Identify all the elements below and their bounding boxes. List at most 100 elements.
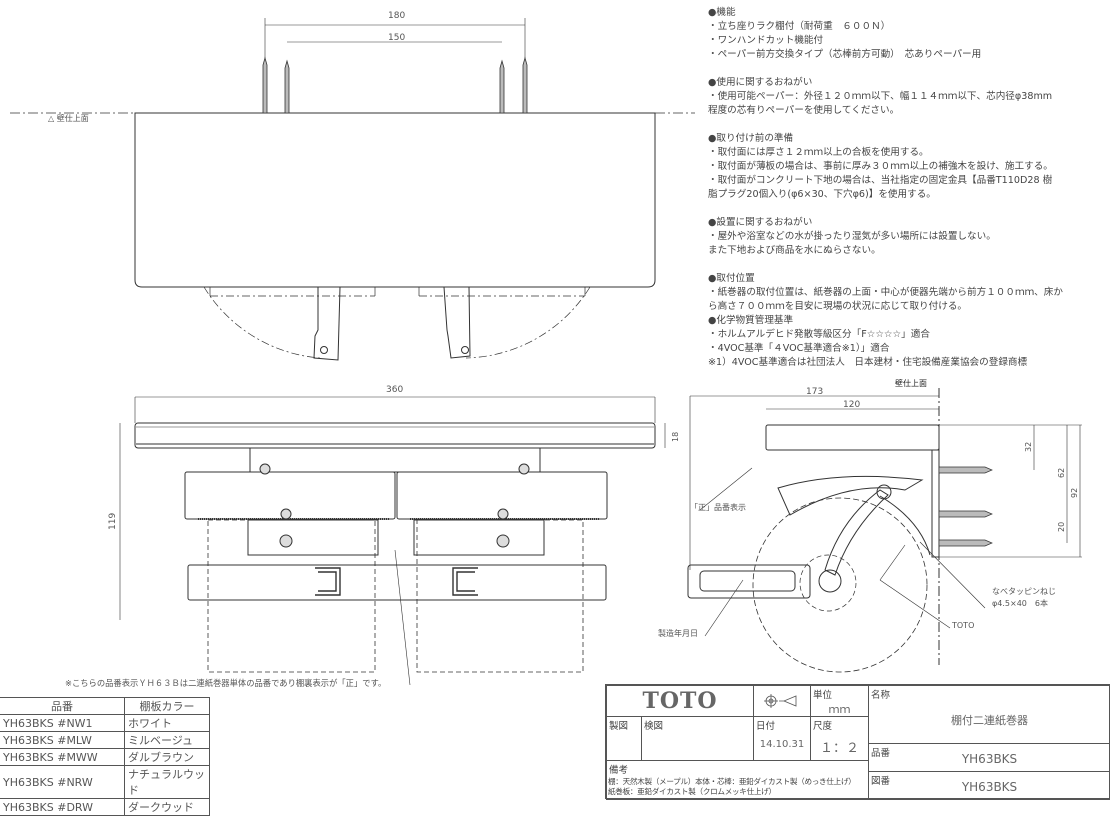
screw-label-1: なべタッピンねじ bbox=[992, 587, 1056, 596]
note-heading: ●機能 bbox=[708, 7, 736, 18]
bracket-right bbox=[443, 286, 471, 359]
paper-roll-left bbox=[207, 519, 376, 673]
dim-120: 120 bbox=[843, 400, 860, 410]
drawn-label: 製図 bbox=[609, 721, 629, 732]
dim-18: 18 bbox=[671, 432, 680, 442]
product-number: YH63BKS #DRW bbox=[0, 798, 125, 816]
drawing-number-cell: 図番 YH63BKS bbox=[868, 771, 1110, 800]
dim-20: 20 bbox=[1057, 522, 1066, 532]
third-angle-projection-icon bbox=[764, 694, 797, 708]
specification-notes: ●機能・立ち座りラク棚付（耐荷重 ６００Ｎ） ・ワンハンドカット機能付・ペーパー前… bbox=[708, 6, 1063, 370]
name-cell: 名称 棚付二連紙巻器 bbox=[868, 685, 1110, 744]
note-heading: ●化学物質管理基準 bbox=[708, 315, 794, 326]
wall-surface-label: △ 壁仕上面 bbox=[48, 113, 89, 123]
date-label: 日付 bbox=[756, 721, 776, 732]
scale-label: 尺度 bbox=[813, 721, 833, 732]
paper-rod bbox=[187, 564, 607, 601]
note-line: 脂プラグ20個入り(φ6×30、下穴φ6)】を使用する。 bbox=[708, 189, 936, 200]
note-line: ・ホルムアルデヒド発散等級区分「F☆☆☆☆」適合 bbox=[708, 329, 930, 340]
note-line: ・使用可能ペーパー：外径１２０ｍｍ以下、幅１１４ｍｍ以下、芯内径φ38mm bbox=[708, 91, 1053, 102]
checked-cell: 検図 bbox=[641, 716, 754, 761]
name-label: 名称 bbox=[871, 690, 891, 701]
dim-150: 150 bbox=[388, 33, 405, 43]
dim-173: 173 bbox=[806, 387, 823, 397]
product-value: YH63BKS bbox=[961, 752, 1018, 766]
shelf-outline-top bbox=[134, 112, 656, 288]
remarks-label: 備考 bbox=[609, 765, 629, 776]
note-line: ・ペーパー前方交換タイプ（芯棒前方可動） 芯ありペーパー用 bbox=[708, 49, 982, 60]
header-shelf-color: 棚板カラー bbox=[124, 697, 210, 715]
shelf-color: ダークウッド bbox=[124, 798, 210, 816]
drawing-label: 図番 bbox=[871, 776, 891, 787]
product-number: YH63BKS #NW1 bbox=[0, 714, 125, 732]
top-view: △ 壁仕上面 180 150 bbox=[10, 11, 695, 361]
remarks-cell: 備考 棚：天然木製（メープル）本体・芯棒：亜鉛ダイカスト製（めっき仕上げ） 紙巻… bbox=[606, 760, 869, 800]
title-block: TOTO 単位 ｍｍ 製図 検図 日付 14.10.31 尺度 １：２ 備考 棚… bbox=[605, 684, 1110, 800]
note-line: ・ワンハンドカット機能付 bbox=[708, 35, 824, 46]
product-number: YH63BKS #MWW bbox=[0, 748, 125, 766]
dim-92: 92 bbox=[1070, 488, 1079, 498]
name-value: 棚付二連紙巻器 bbox=[951, 714, 1028, 727]
toto-logo: TOTO bbox=[642, 688, 718, 714]
front-note: ※こちらの品番表示ＹＨ６３Ｂは二連紙巻器単体の品番であり棚裏表示が「正」です。 bbox=[65, 678, 386, 688]
note-heading: ●設置に関するおねがい bbox=[708, 217, 813, 228]
note-line: ・紙巻器の取付位置は、紙巻器の上面・中心が便器先端から前方１００ｍｍ、床か bbox=[708, 287, 1063, 298]
checked-label: 検図 bbox=[644, 721, 664, 732]
shelf-color: ミルベージュ bbox=[124, 731, 210, 749]
unit-label: 単位 bbox=[813, 690, 833, 701]
bracket-left bbox=[313, 286, 341, 361]
dim-32: 32 bbox=[1024, 442, 1033, 452]
screws-side bbox=[938, 466, 993, 547]
remarks-line: 棚：天然木製（メープル）本体・芯棒：亜鉛ダイカスト製（めっき仕上げ） bbox=[608, 777, 856, 786]
dim-62: 62 bbox=[1057, 468, 1066, 478]
front-view: 360 119 18 ※こちらの品番表示ＹＨ６３Ｂは二連紙巻器単体の品番であり棚… bbox=[65, 385, 680, 688]
drawing-value: YH63BKS bbox=[961, 780, 1018, 794]
screws-top bbox=[262, 56, 528, 114]
screw-label-2: φ4.5×40 6本 bbox=[992, 598, 1048, 608]
product-number-cell: 品番 YH63BKS bbox=[868, 743, 1110, 772]
technical-drawing: △ 壁仕上面 180 150 360 119 18 bbox=[10, 11, 1082, 688]
projection-cell bbox=[753, 685, 811, 717]
note-line: ・4VOC基準「４VOC基準適合※1）」適合 bbox=[708, 343, 890, 354]
paper-roll-right bbox=[416, 519, 584, 673]
dim-180: 180 bbox=[388, 11, 405, 21]
note-line: また下地および商品を水にぬらさない。 bbox=[708, 245, 881, 256]
drawn-cell: 製図 bbox=[606, 716, 642, 761]
date-cell: 日付 14.10.31 bbox=[753, 716, 811, 761]
manufacture-date-label: 製造年月日 bbox=[658, 628, 698, 638]
product-label: 品番 bbox=[871, 748, 891, 759]
shelf-side bbox=[765, 424, 940, 451]
shelf-color: ダルブラウン bbox=[124, 748, 210, 766]
remarks-line: 紙巻板：亜鉛ダイカスト製（クロムメッキ仕上げ） bbox=[608, 787, 776, 796]
side-view: 壁仕上面 173 120 32 62 92 20 「 bbox=[658, 378, 1082, 673]
note-line: ・取付面がコンクリート下地の場合は、当社指定の固定金具【品番T110D28 樹 bbox=[708, 175, 1053, 186]
scale-cell: 尺度 １：２ bbox=[810, 716, 869, 761]
shelf-color: ホワイト bbox=[124, 714, 210, 732]
header-product-number: 品番 bbox=[0, 697, 125, 715]
product-number: YH63BKS #NRW bbox=[0, 765, 125, 799]
note-line: 程度の芯有りペーパーを使用してください。 bbox=[708, 105, 900, 116]
unit-cell: 単位 ｍｍ bbox=[810, 685, 869, 717]
paper-rod-side bbox=[687, 564, 811, 599]
paper-roll-side bbox=[752, 497, 928, 673]
note-line: ※1）4VOC基準適合は社団法人 日本建材・住宅設備産業協会の登録商標 bbox=[708, 357, 1028, 368]
dim-119: 119 bbox=[108, 513, 118, 530]
note-line: ・取付面が薄板の場合は、事前に厚み３０ｍｍ以上の補強木を設け、施工する。 bbox=[708, 161, 1053, 172]
side-wall-label: 壁仕上面 bbox=[895, 378, 927, 388]
note-line: ら高さ７００ｍｍを目安に現場の状況に応じて取り付ける。 bbox=[708, 301, 968, 312]
shelf-color: ナチュラルウッド bbox=[124, 765, 210, 799]
date-value: 14.10.31 bbox=[759, 739, 805, 750]
brand-mark-label: TOTO bbox=[951, 621, 974, 630]
note-line: ・屋外や浴室などの水が掛ったり湿気が多い場所には設置しない。 bbox=[708, 231, 996, 242]
dim-360: 360 bbox=[386, 385, 403, 395]
scale-value: １：２ bbox=[819, 741, 859, 756]
unit-value: ｍｍ bbox=[828, 703, 851, 716]
note-heading: ●取り付け前の準備 bbox=[708, 133, 794, 144]
note-line: ・立ち座りラク棚付（耐荷重 ６００Ｎ） bbox=[708, 21, 891, 32]
